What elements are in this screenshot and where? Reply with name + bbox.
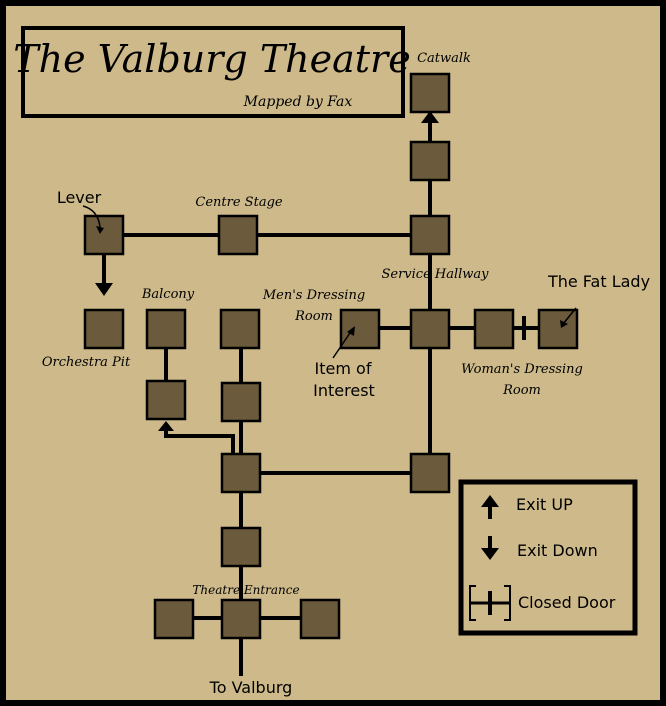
legend-box <box>458 479 638 636</box>
room-womans-dressing[interactable] <box>473 308 515 350</box>
rooms <box>83 72 579 640</box>
label-fat-lady: The Fat Lady <box>547 272 650 291</box>
title-box <box>21 26 405 118</box>
exit-down-arrow-pit <box>95 283 113 296</box>
map-subtitle: Mapped by Fax <box>243 94 353 110</box>
item-pointer-arrow <box>332 329 353 359</box>
label-centre-stage: Centre Stage <box>195 195 282 210</box>
room-theatre-entrance[interactable] <box>220 598 262 640</box>
room-orchestra-pit[interactable] <box>83 308 125 350</box>
room-balcony-stairs[interactable] <box>145 379 187 421</box>
label-womans-dressing-line1: Woman's Dressing <box>461 362 583 377</box>
item-pointer-head <box>347 326 355 336</box>
label-orchestra-pit: Orchestra Pit <box>42 355 131 370</box>
room-service-hallway[interactable] <box>409 308 451 350</box>
closed-door-icon <box>469 585 511 621</box>
label-to-valburg: To Valburg <box>209 678 293 697</box>
label-womans-dressing-line2: Room <box>502 383 541 398</box>
map-title: The Valburg Theatre <box>13 37 410 81</box>
legend-exit-down-label: Exit Down <box>517 541 598 560</box>
label-mens-dressing-line2: Room <box>294 309 333 324</box>
room-lever[interactable] <box>83 214 125 256</box>
label-balcony: Balcony <box>141 287 195 302</box>
room-lobby[interactable] <box>220 526 262 568</box>
legend-exit-up-label: Exit UP <box>516 495 573 514</box>
fat-lady-pointer-head <box>560 320 568 328</box>
room-service-hallway-upper[interactable] <box>409 214 451 256</box>
fat-lady-pointer-arrow <box>562 307 577 325</box>
exit-down-icon <box>481 536 499 560</box>
exit-up-icon <box>481 495 499 519</box>
label-item-line1: Item of <box>315 359 372 378</box>
room-centre-stage[interactable] <box>217 214 259 256</box>
room-mens-dressing[interactable] <box>339 308 381 350</box>
room-balcony[interactable] <box>145 308 187 350</box>
lever-pointer-head <box>96 226 104 234</box>
room-fat-lady[interactable] <box>537 308 579 350</box>
label-catwalk: Catwalk <box>417 51 471 66</box>
room-catwalk-stairs[interactable] <box>409 140 451 182</box>
room-entrance-west[interactable] <box>153 598 195 640</box>
exit-up-arrow-balcony <box>158 421 174 431</box>
exit-up-arrow-catwalk <box>421 111 439 123</box>
corridor-balcony-stairs <box>164 428 235 463</box>
legend: Exit UP Exit Down Closed Door <box>458 479 638 636</box>
label-item-line2: Interest <box>313 381 375 400</box>
room-west-passage-top[interactable] <box>219 308 261 350</box>
room-west-passage[interactable] <box>220 381 262 423</box>
room-entrance-east[interactable] <box>299 598 341 640</box>
label-theatre-entrance: Theatre Entrance <box>192 583 299 597</box>
room-junction[interactable] <box>220 452 262 494</box>
label-mens-dressing-line1: Men's Dressing <box>262 288 365 303</box>
label-lever: Lever <box>57 188 102 207</box>
lever-pointer-arrow <box>82 205 101 228</box>
room-catwalk[interactable] <box>409 72 451 114</box>
legend-closed-door-label: Closed Door <box>518 593 616 612</box>
label-service-hallway: Service Hallway <box>381 267 489 282</box>
room-service-hallway-lower[interactable] <box>409 452 451 494</box>
